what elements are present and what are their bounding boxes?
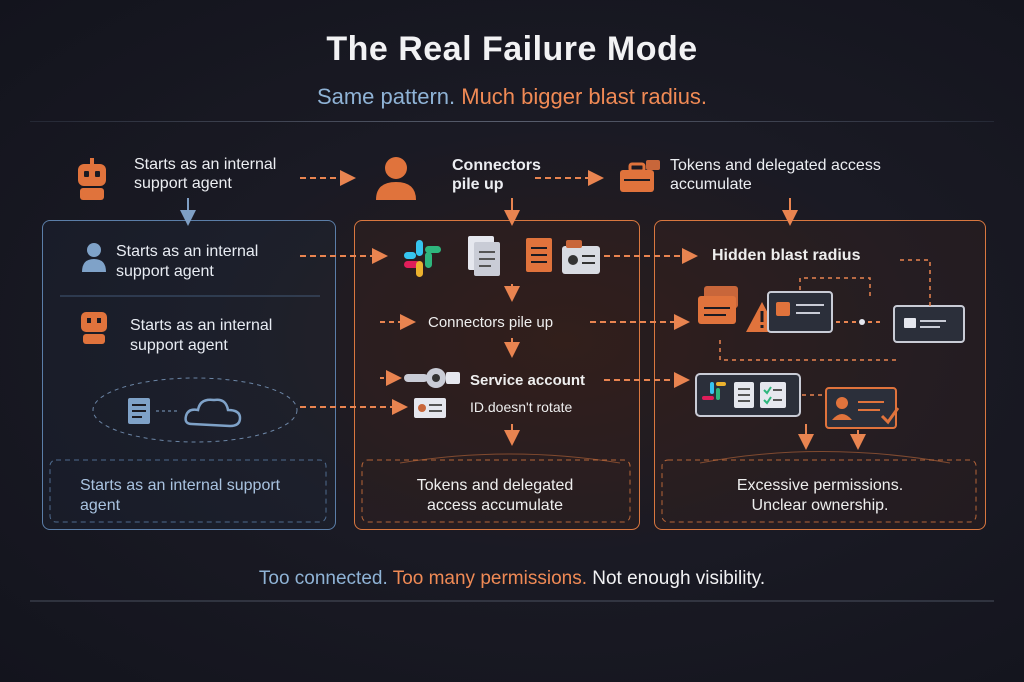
- middle-caption: Tokens and delegated access accumulate: [416, 477, 574, 514]
- cloud-icon: [184, 398, 242, 428]
- page-title: The Real Failure Mode: [326, 30, 698, 68]
- slack-icon: [404, 240, 441, 277]
- footer-part2: Too many permissions.: [392, 568, 587, 589]
- id-card-icon: [562, 240, 600, 274]
- left-item-user: Starts as an internal support agent: [116, 243, 259, 280]
- footer-part3: Not enough visibility.: [592, 568, 766, 589]
- right-caption: Excessive permissions. Unclear ownership…: [680, 476, 960, 516]
- footer-summary: Too connected. Too many permissions. Not…: [0, 568, 1024, 590]
- token-card-icon: [893, 305, 965, 343]
- subtitle: Same pattern. Much bigger blast radius.: [0, 84, 1024, 110]
- step-agent-label: Starts as an internal support agent: [134, 156, 277, 192]
- top-divider: [30, 121, 994, 122]
- folder-stack-icon: [698, 286, 738, 324]
- app-tile-icon: [695, 373, 801, 417]
- document-icon: [128, 398, 150, 424]
- badge-icon: [414, 398, 446, 418]
- step-connectors-label: Connectors pile up: [452, 157, 541, 193]
- briefcase-icon: [620, 160, 660, 192]
- key-icon: [404, 368, 460, 388]
- id-rotate-label: ID.doesn't rotate: [470, 399, 573, 415]
- person-icon: [376, 157, 416, 200]
- subtitle-part1: Same pattern.: [316, 84, 456, 109]
- right-caption-line2: Unclear ownership.: [751, 497, 889, 514]
- footer-part1: Too connected.: [258, 568, 388, 589]
- spreadsheet-icon: [526, 238, 552, 272]
- left-caption: Starts as an internal support agent: [80, 477, 281, 514]
- file-icon: [468, 236, 500, 276]
- service-account-label: Service account: [470, 372, 586, 389]
- robot-icon: [78, 158, 106, 200]
- subtitle-part2: Much bigger blast radius.: [461, 84, 708, 109]
- user-icon: [82, 243, 106, 272]
- right-caption-line1: Excessive permissions.: [736, 477, 904, 494]
- robot-small-icon: [81, 312, 107, 344]
- profile-check-icon: [825, 387, 900, 429]
- blast-radius-title: Hidden blast radius: [712, 247, 861, 264]
- left-item-robot: Starts as an internal support agent: [130, 317, 273, 354]
- connectors-label: Connectors pile up: [428, 314, 554, 331]
- credential-card-icon: [767, 291, 833, 333]
- step-tokens-label: Tokens and delegated access accumulate: [670, 157, 881, 193]
